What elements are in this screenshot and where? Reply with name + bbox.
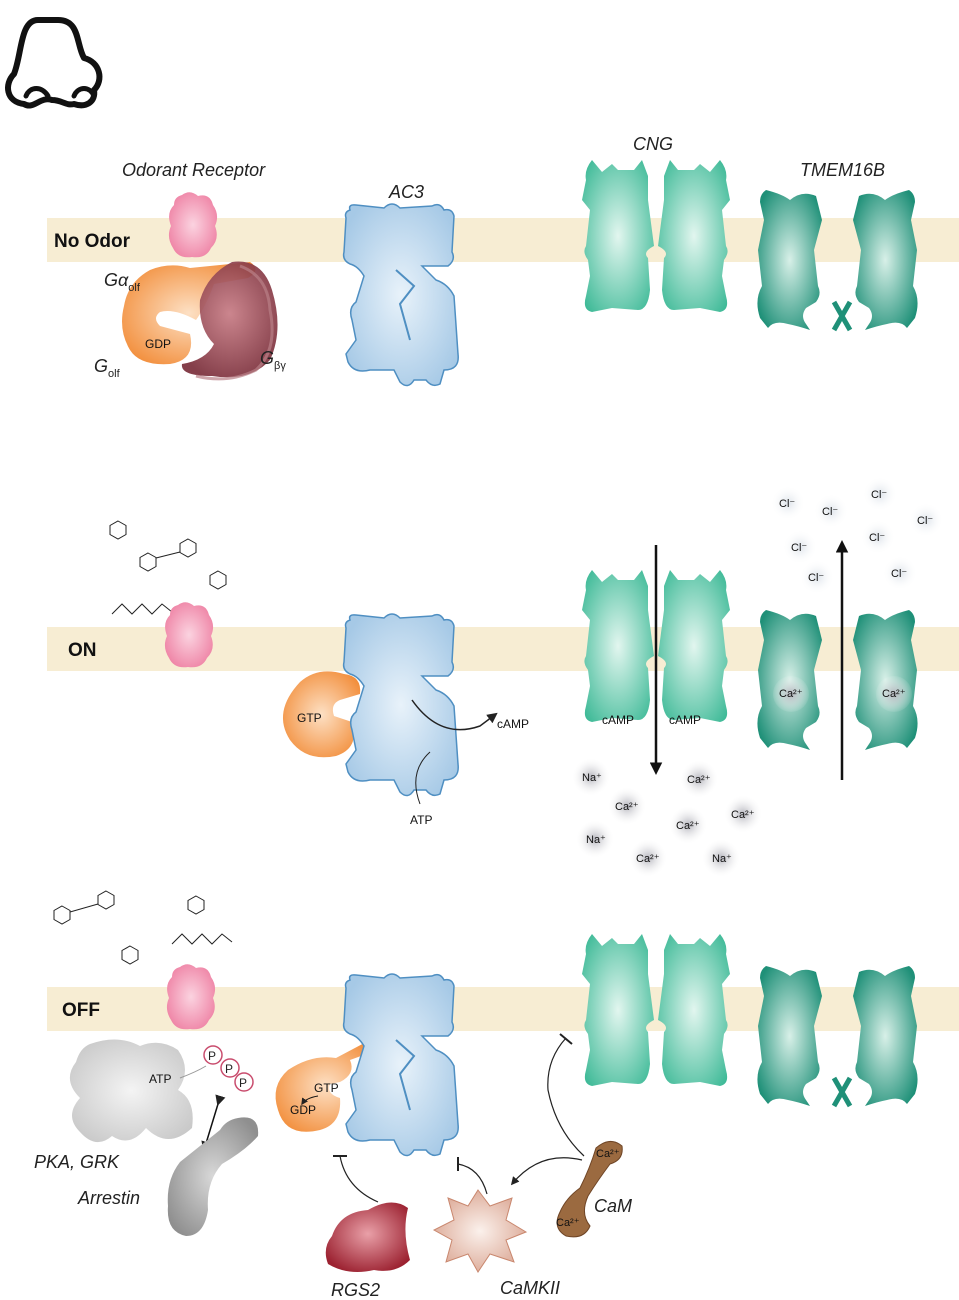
ac3-label: AC3 [388, 182, 424, 202]
phosphorylation-sites: P P P [203, 1045, 254, 1092]
g-protein-complex [122, 261, 278, 381]
g-alpha-olf-label: Gαolf [104, 270, 141, 294]
camkii-label: CaMKII [500, 1278, 560, 1298]
pka-grk-kinase [69, 1039, 193, 1143]
cl-ion: Cl⁻ [779, 498, 795, 510]
gdp-label-off: GDP [290, 1103, 316, 1117]
ca-ion: Ca²⁺ [687, 774, 711, 786]
ca-ion-cam-top: Ca²⁺ [596, 1148, 620, 1160]
nose-icon [5, 17, 103, 109]
cng-label: CNG [633, 134, 673, 154]
arrestin [167, 1117, 259, 1236]
g-alpha-olf [122, 262, 256, 365]
camkii [432, 1189, 528, 1273]
gdp-label: GDP [145, 337, 171, 351]
cl-ion: Cl⁻ [871, 489, 887, 501]
na-ion: Na⁺ [712, 853, 732, 865]
ac3-channel-off [342, 973, 459, 1157]
ca-ion-cam-bottom: Ca²⁺ [556, 1217, 580, 1229]
ac3-channel-on [342, 613, 459, 797]
panel-label-on: ON [68, 640, 97, 661]
phospho-label: P [225, 1062, 233, 1076]
cl-ion: Cl⁻ [791, 542, 807, 554]
ac3-channel-no-odor [342, 203, 459, 387]
odorant-receptor-on [164, 602, 214, 668]
calmodulin [556, 1141, 623, 1238]
g-alpha-gtp-off [275, 1040, 376, 1132]
cl-ion: Cl⁻ [808, 572, 824, 584]
ca-ion: Ca²⁺ [676, 820, 700, 832]
inhibition-arcs [333, 1033, 585, 1203]
g-beta-gamma-label: Gβγ [260, 348, 286, 372]
cam-label: CaM [594, 1196, 632, 1216]
phospho-label: P [239, 1076, 247, 1090]
g-beta-gamma [181, 261, 278, 378]
rgs2 [325, 1202, 410, 1272]
gtp-label-on: GTP [297, 711, 322, 725]
atp-label-off: ATP [149, 1072, 171, 1086]
camp-label-cng-left: cAMP [602, 713, 634, 727]
odorant-molecules-on [109, 520, 227, 615]
rgs2-label: RGS2 [331, 1280, 380, 1300]
odorant-receptor-off [166, 964, 216, 1030]
cl-ion: Cl⁻ [917, 515, 933, 527]
g-olf-label: Golf [94, 356, 121, 380]
odorant-receptor-label: Odorant Receptor [122, 160, 266, 180]
ca-ion: Ca²⁺ [731, 809, 755, 821]
ca-ion-tmem-left: Ca²⁺ [779, 688, 803, 700]
tmem16b-channel-off [757, 966, 918, 1108]
ca-ion-tmem-right: Ca²⁺ [882, 688, 906, 700]
chloride-ions: Cl⁻ Cl⁻ Cl⁻ Cl⁻ Cl⁻ Cl⁻ Cl⁻ Cl⁻ [772, 478, 942, 593]
atp-label-on: ATP [410, 813, 432, 827]
ca-ion: Ca²⁺ [615, 801, 639, 813]
odorant-molecules-off [53, 890, 233, 965]
cation-ions: Na⁺ Ca²⁺ Ca²⁺ Ca²⁺ Ca²⁺ Na⁺ Ca²⁺ Na⁺ [573, 759, 761, 876]
cl-ion: Cl⁻ [869, 532, 885, 544]
g-alpha-gtp-on [282, 671, 361, 758]
arrestin-label: Arrestin [77, 1188, 140, 1208]
camp-label-ac3: cAMP [497, 717, 529, 731]
cl-ion: Cl⁻ [891, 568, 907, 580]
ca-ion: Ca²⁺ [636, 853, 660, 865]
phospho-label: P [208, 1049, 216, 1063]
pka-grk-label: PKA, GRK [34, 1152, 120, 1172]
tmem16b-channel-no-odor [757, 190, 918, 332]
panel-label-no-odor: No Odor [54, 231, 131, 252]
camp-label-cng-right: cAMP [669, 713, 701, 727]
panel-label-off: OFF [62, 1000, 100, 1021]
na-ion: Na⁺ [586, 834, 606, 846]
na-ion: Na⁺ [582, 772, 602, 784]
gtp-label-off: GTP [314, 1081, 339, 1095]
odorant-receptor [168, 192, 218, 258]
cl-ion: Cl⁻ [822, 506, 838, 518]
tmem16b-label: TMEM16B [800, 160, 885, 180]
